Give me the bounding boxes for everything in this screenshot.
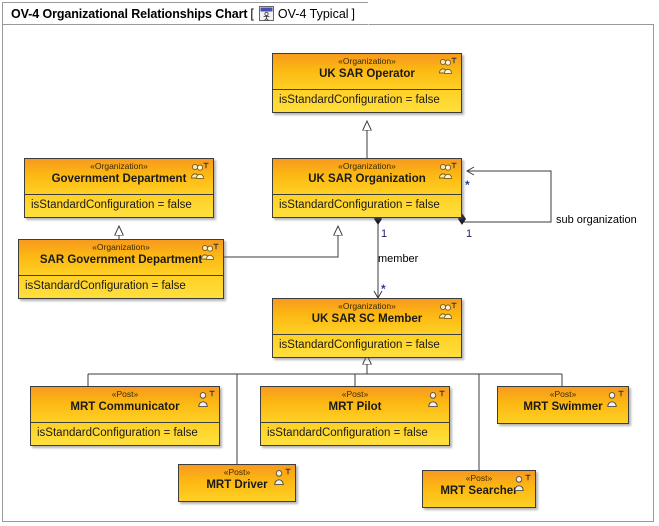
organization-icon bbox=[437, 302, 457, 320]
node-name: UK SAR Operator bbox=[319, 68, 415, 80]
node-mrt-searcher[interactable]: «Post» MRT Searcher bbox=[422, 470, 536, 508]
node-name: UK SAR SC Member bbox=[311, 313, 423, 325]
node-mrt-communicator[interactable]: «Post» MRT Communicator isStandardConfig… bbox=[30, 386, 220, 446]
node-stereotype: «Organization» bbox=[338, 301, 396, 311]
node-attribute: isStandardConfiguration = false bbox=[273, 335, 461, 357]
node-header: «Post» MRT Searcher bbox=[423, 471, 535, 507]
node-uk-sar-sc-member[interactable]: «Organization» UK SAR SC Member isStanda… bbox=[272, 298, 462, 358]
node-header: «Post» MRT Swimmer bbox=[498, 387, 628, 423]
node-stereotype: «Post» bbox=[223, 467, 251, 477]
post-icon bbox=[425, 390, 445, 408]
organization-icon bbox=[437, 162, 457, 180]
node-header: «Organization» UK SAR Organization bbox=[273, 159, 461, 195]
bracket-open: [ bbox=[250, 6, 254, 21]
multiplicity-member-target: * bbox=[381, 282, 386, 296]
link-generalization-sargovdept-to-uksarorg[interactable] bbox=[224, 226, 338, 258]
organization-icon bbox=[199, 243, 219, 261]
association-label-sub-organization: sub organization bbox=[556, 214, 637, 226]
node-stereotype: «Organization» bbox=[338, 161, 396, 171]
link-generalization-posts-to-scmember[interactable] bbox=[87, 355, 563, 470]
node-header: «Organization» SAR Government Department bbox=[19, 240, 223, 276]
node-name: SAR Government Department bbox=[39, 254, 203, 266]
node-uk-sar-operator[interactable]: «Organization» UK SAR Operator isStandar… bbox=[272, 53, 462, 113]
post-icon bbox=[511, 474, 531, 492]
node-attribute: isStandardConfiguration = false bbox=[25, 195, 213, 217]
node-header: «Post» MRT Pilot bbox=[261, 387, 449, 423]
link-aggregation-sub-organization[interactable] bbox=[462, 171, 552, 222]
diagram-kind-label: OV-4 Typical bbox=[277, 6, 349, 21]
node-name: MRT Searcher bbox=[440, 485, 518, 497]
post-icon bbox=[195, 390, 215, 408]
post-icon bbox=[604, 390, 624, 408]
page-title: OV-4 Organizational Relationships Chart bbox=[11, 6, 248, 21]
node-sar-government-department[interactable]: «Organization» SAR Government Department… bbox=[18, 239, 224, 299]
post-icon bbox=[271, 468, 291, 486]
node-name: MRT Pilot bbox=[328, 401, 382, 413]
node-stereotype: «Post» bbox=[111, 389, 139, 399]
node-mrt-swimmer[interactable]: «Post» MRT Swimmer bbox=[497, 386, 629, 424]
node-attribute: isStandardConfiguration = false bbox=[273, 195, 461, 217]
node-mrt-pilot[interactable]: «Post» MRT Pilot isStandardConfiguration… bbox=[260, 386, 450, 446]
node-mrt-driver[interactable]: «Post» MRT Driver bbox=[178, 464, 296, 502]
node-header: «Organization» UK SAR SC Member bbox=[273, 299, 461, 335]
node-uk-sar-organization[interactable]: «Organization» UK SAR Organization isSta… bbox=[272, 158, 462, 218]
multiplicity-sub-organization-target: * bbox=[465, 178, 470, 192]
node-header: «Organization» Government Department bbox=[25, 159, 213, 195]
node-stereotype: «Organization» bbox=[338, 56, 396, 66]
node-name: MRT Driver bbox=[206, 479, 268, 491]
node-government-department[interactable]: «Organization» Government Department isS… bbox=[24, 158, 214, 218]
node-stereotype: «Post» bbox=[549, 389, 577, 399]
node-attribute: isStandardConfiguration = false bbox=[261, 423, 449, 445]
node-attribute: isStandardConfiguration = false bbox=[273, 90, 461, 112]
diagram-title-tab[interactable]: OV-4 Organizational Relationships Chart … bbox=[2, 2, 378, 26]
node-attribute: isStandardConfiguration = false bbox=[19, 276, 223, 298]
node-name: UK SAR Organization bbox=[308, 173, 426, 185]
node-stereotype: «Organization» bbox=[90, 161, 148, 171]
bracket-close: ] bbox=[351, 6, 356, 21]
node-header: «Organization» UK SAR Operator bbox=[273, 54, 461, 90]
ov4-diagram-icon bbox=[258, 6, 274, 21]
node-stereotype: «Post» bbox=[465, 473, 493, 483]
node-name: Government Department bbox=[51, 173, 187, 185]
node-name: MRT Swimmer bbox=[523, 401, 603, 413]
node-stereotype: «Organization» bbox=[92, 242, 150, 252]
multiplicity-sub-organization-source: 1 bbox=[466, 228, 473, 240]
node-header: «Post» MRT Communicator bbox=[31, 387, 219, 423]
node-name: MRT Communicator bbox=[70, 401, 180, 413]
organization-icon bbox=[437, 57, 457, 75]
node-header: «Post» MRT Driver bbox=[179, 465, 295, 501]
node-stereotype: «Post» bbox=[341, 389, 369, 399]
node-attribute: isStandardConfiguration = false bbox=[31, 423, 219, 445]
association-label-member: member bbox=[378, 253, 419, 265]
multiplicity-member-source: 1 bbox=[381, 228, 388, 240]
organization-icon bbox=[189, 162, 209, 180]
